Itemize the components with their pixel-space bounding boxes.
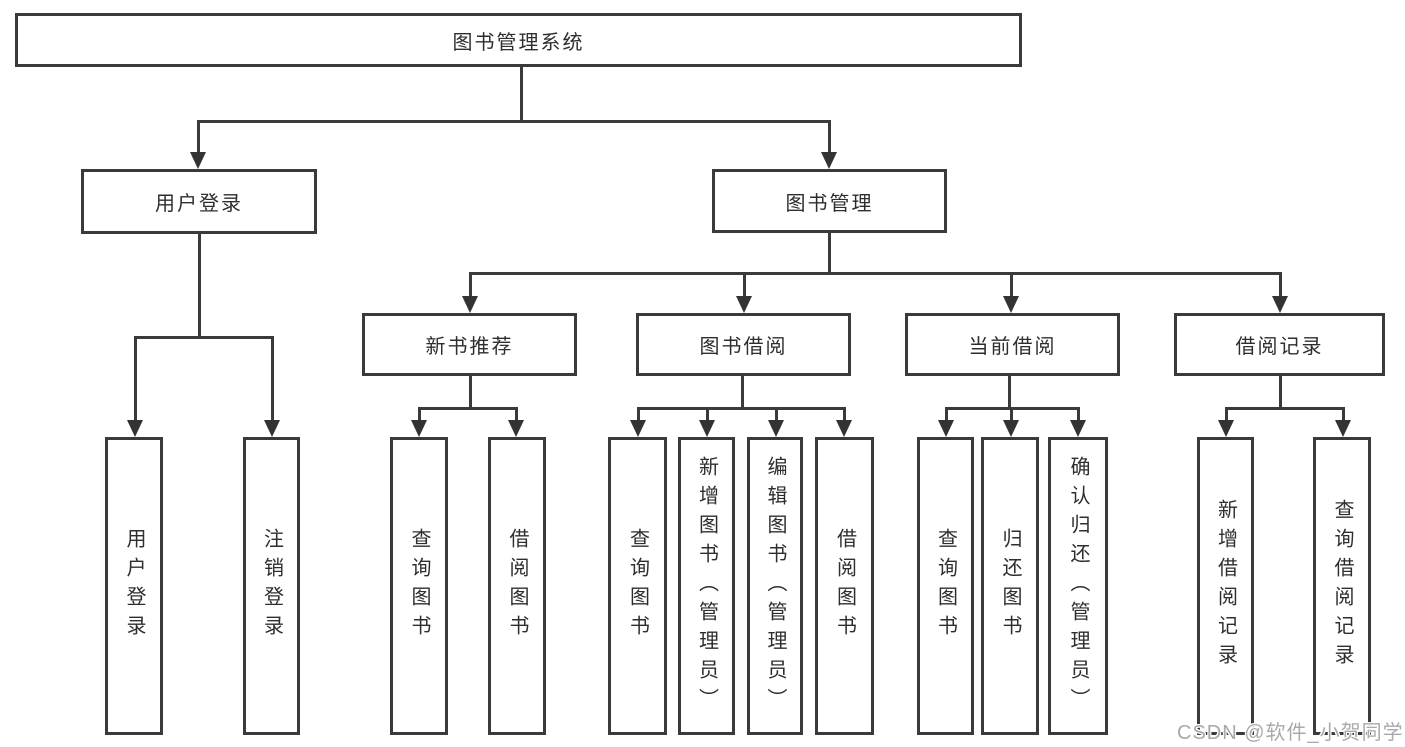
connector-line	[418, 407, 516, 410]
arrowhead-icon	[462, 296, 478, 313]
arrowhead-icon	[1003, 420, 1019, 437]
node-book-management: 图书管理	[712, 169, 947, 233]
leaf-label: 新增图书（管理员）	[695, 455, 718, 717]
leaf-confirm-return-admin: 确认归还（管理员）	[1048, 437, 1108, 735]
connector-line	[1010, 272, 1013, 299]
arrowhead-icon	[1272, 296, 1288, 313]
leaf-label: 确认归还（管理员）	[1067, 455, 1089, 717]
connector-line	[271, 336, 274, 422]
arrowhead-icon	[821, 152, 837, 169]
leaf-query-borrow-record: 查询借阅记录	[1313, 437, 1371, 735]
leaf-borrow-books-recommend: 借阅图书	[488, 437, 546, 735]
connector-line	[945, 407, 948, 422]
leaf-label: 新增借阅记录	[1214, 499, 1237, 673]
node-root-library-system: 图书管理系统	[15, 13, 1022, 67]
arrowhead-icon	[1218, 420, 1234, 437]
leaf-query-books-current: 查询图书	[917, 437, 974, 735]
arrowhead-icon	[938, 420, 954, 437]
connector-line	[469, 272, 472, 299]
leaf-add-book-admin: 新增图书（管理员）	[678, 437, 735, 735]
leaf-label: 查询图书	[408, 528, 430, 644]
leaf-label: 用户登录	[123, 528, 145, 644]
arrowhead-icon	[768, 420, 784, 437]
arrowhead-icon	[411, 420, 427, 437]
connector-line	[1342, 407, 1345, 422]
connector-line	[198, 234, 201, 336]
connector-line	[843, 407, 846, 422]
arrowhead-icon	[264, 420, 280, 437]
connector-line	[1225, 407, 1343, 410]
arrowhead-icon	[1070, 420, 1086, 437]
arrowhead-icon	[630, 420, 646, 437]
leaf-borrow-books: 借阅图书	[815, 437, 874, 735]
leaf-query-books-recommend: 查询图书	[390, 437, 448, 735]
connector-line	[469, 376, 472, 407]
connector-line	[828, 120, 831, 155]
connector-line	[520, 67, 523, 120]
arrowhead-icon	[736, 296, 752, 313]
connector-line	[134, 336, 137, 422]
connector-line	[1010, 407, 1013, 422]
leaf-label: 注销登录	[260, 528, 283, 644]
leaf-logout: 注销登录	[243, 437, 300, 735]
leaf-return-books: 归还图书	[981, 437, 1039, 735]
csdn-watermark: CSDN @软件_小贺同学	[1177, 722, 1404, 744]
connector-line	[637, 407, 844, 410]
arrowhead-icon	[1335, 420, 1351, 437]
leaf-user-login: 用户登录	[105, 437, 163, 735]
leaf-label: 查询图书	[626, 528, 649, 644]
connector-line	[1279, 272, 1282, 299]
connector-line	[1279, 376, 1282, 407]
connector-line	[469, 272, 1281, 275]
connector-line	[515, 407, 518, 422]
connector-line	[1077, 407, 1080, 422]
leaf-edit-book-admin: 编辑图书（管理员）	[747, 437, 803, 735]
leaf-label: 查询借阅记录	[1331, 499, 1353, 673]
arrowhead-icon	[836, 420, 852, 437]
leaf-label: 借阅图书	[833, 528, 856, 644]
arrowhead-icon	[190, 152, 206, 169]
connector-line	[637, 407, 640, 422]
connector-line	[775, 407, 778, 422]
leaf-label: 借阅图书	[506, 528, 528, 644]
connector-line	[706, 407, 709, 422]
arrowhead-icon	[1003, 296, 1019, 313]
connector-line	[1008, 376, 1011, 407]
connector-line	[828, 233, 831, 272]
arrowhead-icon	[127, 420, 143, 437]
leaf-label: 归还图书	[999, 528, 1021, 644]
connector-line	[741, 376, 744, 407]
node-new-book-recommend: 新书推荐	[362, 313, 577, 376]
leaf-label: 编辑图书（管理员）	[764, 455, 786, 717]
node-user-login: 用户登录	[81, 169, 317, 234]
connector-line	[743, 272, 746, 299]
connector-line	[197, 120, 830, 123]
node-borrow-records: 借阅记录	[1174, 313, 1385, 376]
leaf-query-books-borrow: 查询图书	[608, 437, 667, 735]
leaf-add-borrow-record: 新增借阅记录	[1197, 437, 1254, 735]
leaf-label: 查询图书	[934, 528, 957, 644]
node-current-borrow: 当前借阅	[905, 313, 1120, 376]
connector-line	[1225, 407, 1228, 422]
connector-line	[197, 120, 200, 155]
arrowhead-icon	[508, 420, 524, 437]
arrowhead-icon	[699, 420, 715, 437]
node-book-borrow: 图书借阅	[636, 313, 851, 376]
connector-line	[418, 407, 421, 422]
connector-line	[134, 336, 273, 339]
